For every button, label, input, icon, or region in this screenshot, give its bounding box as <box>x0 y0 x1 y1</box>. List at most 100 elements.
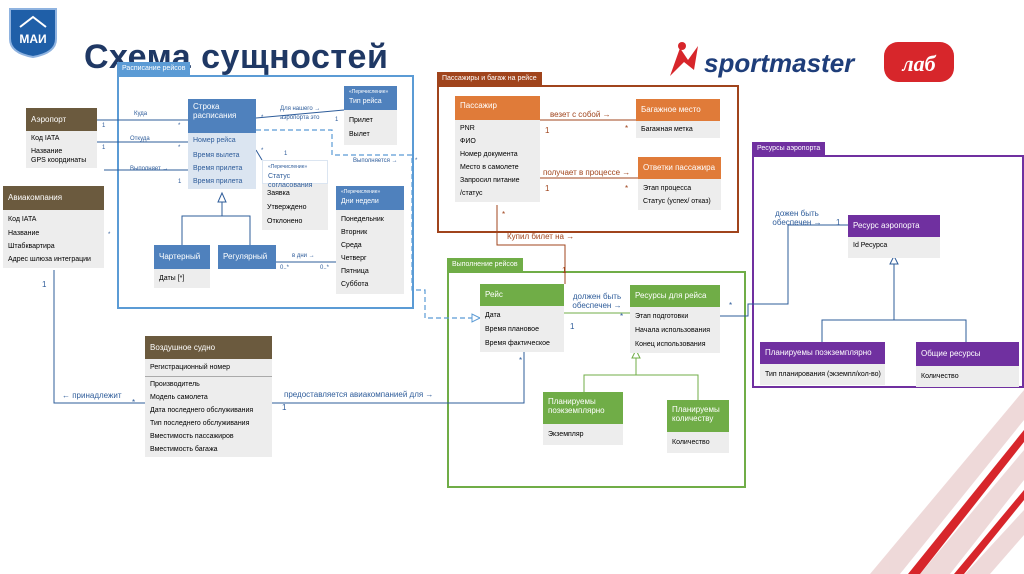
entity-airport[interactable]: Аэропорт Код IATA Название GPS координат… <box>26 108 97 168</box>
enum-value: Четверг <box>341 255 367 262</box>
mult-ac-1: * <box>132 398 136 407</box>
region-resources <box>752 155 1024 388</box>
entity-field: Производитель <box>150 381 200 388</box>
entity-passenger-response[interactable]: Ответки пассажира Этап процесса Статус (… <box>638 157 721 210</box>
enum-weekdays[interactable]: «Перечисление» Дни недели Понедельник Вт… <box>336 186 404 294</box>
entity-title: Аэропорт <box>26 108 97 131</box>
enum-value: Утверждено <box>267 204 307 211</box>
entity-field: Адрес шлюза интеграции <box>8 256 91 263</box>
mult-res: * <box>620 312 624 321</box>
mult-sched-4: * <box>261 115 264 121</box>
mult-sched-1: * <box>178 123 181 129</box>
entity-title: Планируемы поэкземплярно <box>543 392 623 424</box>
entity-resource-per-instance[interactable]: Планируемы поэкземплярно Тип планировани… <box>760 342 885 385</box>
svg-text:МАИ: МАИ <box>19 32 46 46</box>
relation-kupil: Купил билет на → <box>507 232 575 241</box>
entity-title: Воздушное судно <box>145 336 272 359</box>
entity-field: Время прилета <box>193 165 243 172</box>
region-execution-label: Выполнение рейсов <box>447 258 523 271</box>
region-execution <box>447 271 746 488</box>
relation-poluchaet: получает в процессе → <box>543 168 631 177</box>
enum-value: Пятница <box>341 268 369 275</box>
entity-field: Код IATA <box>31 135 60 142</box>
relation-dolzhen-2: дожен быть обеспечен → <box>772 209 822 227</box>
entity-schedule-row[interactable]: Строка расписания Номер рейса Время выле… <box>188 99 256 189</box>
entity-charter[interactable]: Чартерный Даты [*] <box>154 245 210 288</box>
entity-title: Ресурс аэропорта <box>848 215 940 237</box>
entity-aircraft[interactable]: Воздушное судно Регистрационный номер Пр… <box>145 336 272 457</box>
entity-baggage[interactable]: Багажное место Багажная метка <box>636 99 720 138</box>
decorative-stripes <box>870 390 1024 574</box>
entity-field: Название <box>31 148 63 155</box>
entity-field: ФИО <box>460 138 476 145</box>
entity-title: Ресурсы для рейса <box>630 285 720 307</box>
entity-field: Название <box>8 230 40 237</box>
entity-passenger[interactable]: Пассажир PNR ФИО Номер документа Место в… <box>455 96 540 202</box>
svg-text:sportmaster: sportmaster <box>704 48 856 78</box>
entity-field: Тип планирования (экземпл/кол-во) <box>765 371 881 378</box>
enum-value: Вторник <box>341 229 368 236</box>
entity-airline[interactable]: Авиакомпания Код IATA Название Штабкварт… <box>3 186 104 268</box>
entity-title: Тип рейса <box>349 98 382 105</box>
enum-value: Среда <box>341 242 362 249</box>
entity-planned-per-instance[interactable]: Планируемы поэкземплярно Экземпляр <box>543 392 623 445</box>
svg-text:лаб: лаб <box>901 51 936 76</box>
entity-title: Статус согласования <box>268 173 313 189</box>
entity-title: Общие ресурсы <box>916 342 1019 366</box>
entity-field: /статус <box>460 190 483 197</box>
entity-common-resources[interactable]: Общие ресурсы Количество <box>916 342 1019 387</box>
mult-airline-ac: 1 <box>42 280 47 289</box>
enum-approval-status[interactable]: «Перечисление» Статус согласования Заявк… <box>262 160 328 230</box>
mult-ac-3: * <box>519 356 523 365</box>
entity-field: Дата последнего обслуживания <box>150 407 254 414</box>
entity-title: Багажное место <box>636 99 720 121</box>
entity-field: Запросил питание <box>460 177 520 184</box>
entity-field: Вместимость багажа <box>150 446 218 453</box>
stereotype-label: «Перечисление» <box>341 189 381 195</box>
entity-field: Номер документа <box>460 151 518 158</box>
entity-airport-resource[interactable]: Ресурс аэропорта Id Ресурса <box>848 215 940 258</box>
entity-field: Время прилета <box>193 178 243 185</box>
entity-field: Регистрационный номер <box>150 364 230 371</box>
entity-field: Начала использования <box>635 327 711 334</box>
entity-title: Авиакомпания <box>3 186 104 210</box>
entity-field: Время фактическое <box>485 340 550 347</box>
enum-value: Суббота <box>341 281 369 288</box>
entity-field: Количество <box>921 373 959 380</box>
mult-pol-2: * <box>625 184 629 193</box>
region-schedule <box>117 75 414 309</box>
relation-kuda: Куда <box>134 111 148 117</box>
relation-v-dni: в дни → <box>292 253 315 259</box>
stereotype-label: «Перечисление» <box>349 89 389 95</box>
entity-field: Время вылета <box>193 152 240 159</box>
entity-field: Экземпляр <box>548 431 584 438</box>
mult-airline: * <box>108 232 111 238</box>
entity-regular[interactable]: Регулярный <box>218 245 276 269</box>
mult-ac-2: 1 <box>282 403 287 412</box>
entity-flight[interactable]: Рейс Дата Время плановое Время фактическ… <box>480 284 564 352</box>
mult-pol-1: 1 <box>545 184 550 193</box>
enum-flight-type[interactable]: «Перечисление» Тип рейса Прилет Вылет <box>344 86 397 145</box>
mai-logo: МАИ <box>6 5 60 59</box>
relation-vypolnyaetsya: Выполняется → <box>353 158 398 164</box>
enum-value: Отклонено <box>267 218 303 225</box>
mult-sched-3: 1 <box>178 179 182 185</box>
entity-title: Планируемы количеству <box>667 400 729 432</box>
entity-title: Планируемы поэкземплярно <box>760 342 885 364</box>
entity-title: Дни недели <box>341 198 379 205</box>
entity-field: Место в самолете <box>460 164 519 171</box>
mult-vezet-2: * <box>625 124 629 133</box>
mult-dashed: * <box>415 158 418 164</box>
entity-field: Количество <box>672 439 710 446</box>
enum-value: Заявка <box>267 190 290 197</box>
mult-weekdays: 0..* <box>320 265 330 271</box>
relation-vypolnyaet: Выполняет → <box>130 166 169 172</box>
mult-sched-2: * <box>178 145 181 151</box>
entity-flight-resources[interactable]: Ресурсы для рейса Этап подготовки Начала… <box>630 285 720 353</box>
entity-field: Штабквартира <box>8 243 55 250</box>
mult-approval: 1 <box>284 151 288 157</box>
entity-planned-quantity[interactable]: Планируемы количеству Количество <box>667 400 729 453</box>
relation-predostavlyaetsya: предоставляется авиакомпанией для → <box>284 390 434 399</box>
mult-type: 1 <box>335 117 339 123</box>
sportmaster-logo: sportmaster лаб <box>668 40 958 86</box>
